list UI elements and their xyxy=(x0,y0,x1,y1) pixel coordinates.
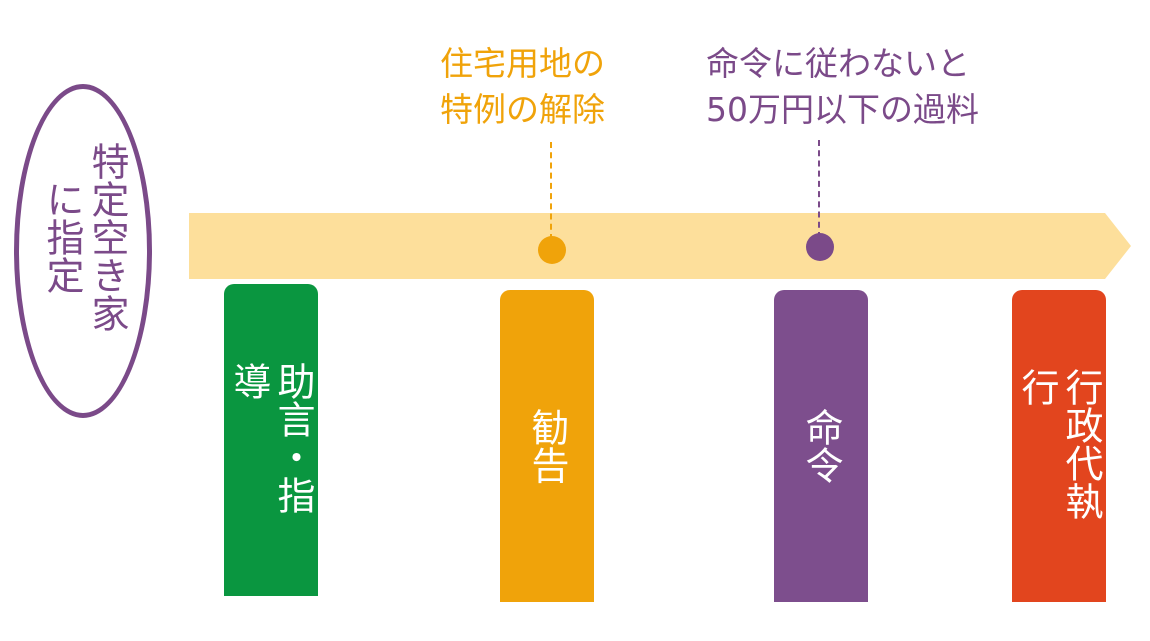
stage-order: 命令 xyxy=(774,290,868,602)
designation-label-line1: 特定空き家 xyxy=(85,142,129,332)
recommend-note-line1: 住宅用地の xyxy=(440,44,605,83)
recommend-note-line2: 特例の解除 xyxy=(440,90,605,129)
order-note-connector xyxy=(818,140,820,238)
designation-ellipse xyxy=(14,84,152,418)
timeline-arrow xyxy=(189,213,1131,279)
recommend-marker-dot xyxy=(538,236,566,264)
stage-recommendation-label: 勧告 xyxy=(525,408,569,484)
order-note-line1: 命令に従わないと xyxy=(706,44,970,83)
order-note-line2: 50万円以下の過料 xyxy=(706,90,979,129)
recommend-note-connector xyxy=(550,142,552,240)
order-note: 命令に従わないと 50万円以下の過料 xyxy=(706,41,979,133)
designation-label-line2: に指定 xyxy=(40,180,84,294)
stage-order-label: 命令 xyxy=(799,408,843,484)
stage-advice-guidance-label: 助言・指導 xyxy=(227,362,315,514)
stage-recommendation: 勧告 xyxy=(500,290,594,602)
recommend-note: 住宅用地の 特例の解除 xyxy=(440,41,605,133)
timeline-arrow-shape xyxy=(189,213,1131,279)
stage-administrative-execution-label: 行政代執行 xyxy=(1015,368,1103,520)
stage-administrative-execution: 行政代執行 xyxy=(1012,290,1106,602)
order-marker-dot xyxy=(806,233,834,261)
stage-advice-guidance: 助言・指導 xyxy=(224,284,318,596)
